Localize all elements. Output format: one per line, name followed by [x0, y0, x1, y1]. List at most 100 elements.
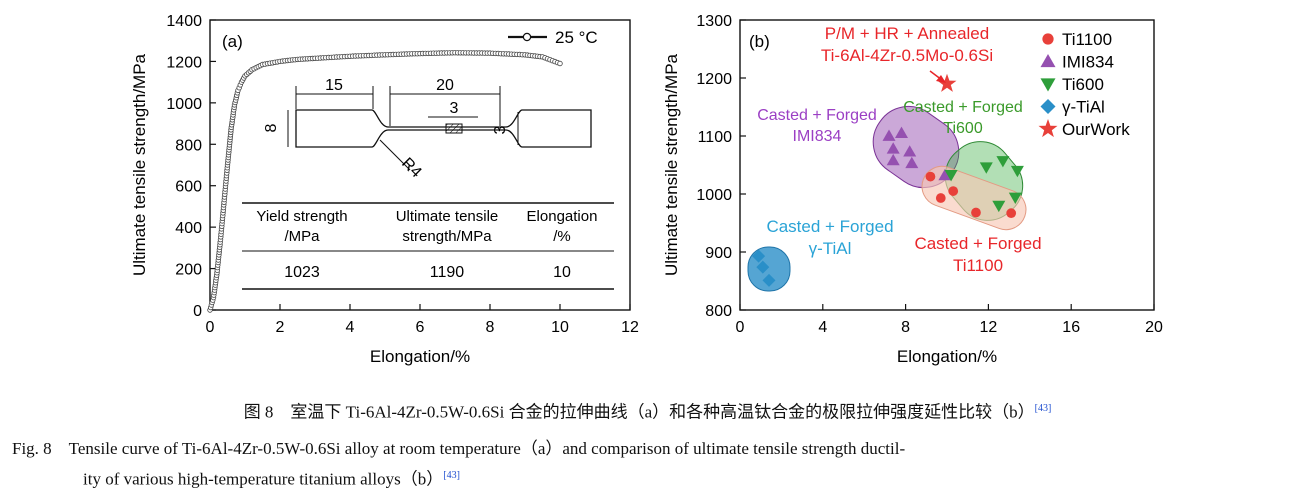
y-tick-label-a: 400 [175, 220, 202, 237]
y-tick-label-b: 1000 [696, 187, 732, 204]
dim-3-thick-label: 3 [492, 125, 509, 134]
x-tick-label-b: 0 [736, 319, 745, 336]
text-line: IMI834 [793, 128, 842, 145]
text-line: Casted + Forged [914, 234, 1041, 253]
point-ti600 [1010, 165, 1024, 178]
point-imi834 [895, 126, 908, 138]
region-ti1100 [921, 165, 1027, 231]
y-tick-label-a: 1200 [166, 54, 202, 71]
table-cell-elongation: 10 [553, 264, 571, 281]
annotation-ourwork-arrowhead [936, 75, 946, 83]
x-tick-label-a: 4 [346, 319, 355, 336]
y-axis-ticks-b: 800 900 1000 1100 1200 1300 [696, 13, 746, 320]
point-ti600 [944, 170, 958, 182]
caption-english-line1-text: Fig. 8 Tensile curve of Ti-6Al-4Zr-0.5W-… [12, 439, 906, 458]
table-cell-yield: 1023 [284, 264, 320, 281]
gauge-hatch [445, 123, 463, 134]
y-tick-label-a: 1400 [166, 13, 202, 30]
y-axis-label-a: Ultimate tensile strength/MPa [130, 53, 149, 276]
legend-label-imi834: IMI834 [1062, 53, 1114, 72]
data-points-b [752, 73, 1024, 287]
legend-label-ti600: Ti600 [1062, 75, 1104, 94]
caption-english-line2: ity of various high-temperature titanium… [83, 465, 460, 491]
y-tick-label-b: 1200 [696, 71, 732, 88]
table-cell-uts: 1190 [430, 264, 465, 281]
x-tick-label-a: 2 [276, 319, 285, 336]
point-imi834 [886, 153, 900, 166]
point-imi834 [903, 145, 917, 157]
text-line: Ti-6Al-4Zr-0.5Mo-0.6Si [821, 46, 993, 65]
table-header-elongation: Elongation/% [527, 208, 598, 245]
point-ti1100 [1006, 208, 1017, 219]
point-imi834 [905, 156, 919, 169]
legend-label-ti1100: Ti1100 [1062, 30, 1112, 49]
point-ti1100 [935, 193, 946, 203]
dim-r4-label: R4 [398, 155, 425, 182]
y-tick-label-a: 0 [193, 303, 202, 320]
plot-area-b [739, 19, 1155, 311]
text-line: Ultimate tensile [396, 208, 499, 225]
caption-chinese-ref: [43] [1034, 403, 1052, 414]
caption-english-line1: Fig. 8 Tensile curve of Ti-6Al-4Zr-0.5W-… [12, 438, 905, 460]
text-line: /% [553, 228, 571, 245]
text-line: Casted + Forged [757, 107, 877, 124]
y-tick-label-b: 900 [705, 245, 732, 262]
point-imi834 [886, 142, 900, 154]
y-tick-label-b: 1300 [696, 13, 732, 30]
point--tial [756, 260, 770, 274]
x-axis-label-a: Elongation/% [370, 347, 470, 366]
x-tick-label-a: 12 [621, 319, 639, 336]
dimension-lines [287, 86, 519, 171]
legend-marker-imi834 [1040, 54, 1056, 68]
specimen-outline [295, 109, 592, 148]
y-tick-label-a: 600 [175, 179, 202, 196]
point-ti600 [1008, 192, 1022, 204]
panel-label-a: (a) [222, 32, 243, 51]
table-header-yield: Yield strength/MPa [256, 208, 347, 245]
curve-line-25c [209, 52, 561, 311]
y-tick-label-a: 200 [175, 262, 202, 279]
legend-label-ourwork: OurWork [1062, 120, 1130, 139]
text-line: Yield strength [256, 208, 347, 225]
legend-marker-ti1100 [1042, 33, 1054, 45]
y-tick-label-b: 1100 [698, 129, 733, 146]
x-tick-label-b: 4 [818, 319, 827, 336]
x-tick-label-b: 16 [1062, 319, 1080, 336]
x-axis-label-b: Elongation/% [897, 347, 997, 366]
table-header-uts: Ultimate tensile strength/MPa [396, 208, 499, 245]
caption-chinese-text: 图 8 室温下 Ti-6Al-4Zr-0.5W-0.6Si 合金的拉伸曲线（a）… [243, 402, 1035, 422]
text-line: Casted + Forged [766, 217, 893, 236]
x-tick-label-a: 10 [551, 319, 569, 336]
point-ti1100 [948, 186, 959, 196]
x-tick-label-b: 20 [1145, 319, 1163, 336]
dim-3-gauge-label: 3 [450, 100, 459, 117]
point-imi834 [882, 129, 896, 141]
point--tial [762, 273, 776, 287]
text-line: Casted + Forged [903, 99, 1023, 116]
legend-label-25c: 25 °C [555, 28, 598, 47]
point-ti1100 [925, 171, 936, 182]
text-line: strength/MPa [402, 228, 492, 245]
dim-20-label: 20 [436, 77, 454, 94]
x-tick-label-b: 12 [980, 319, 998, 336]
legend-marker--tial [1040, 99, 1056, 114]
text-line: /MPa [284, 228, 320, 245]
specimen-diagram [295, 109, 592, 148]
x-tick-label-a: 8 [486, 319, 495, 336]
series-25c [207, 50, 563, 313]
y-tick-label-b: 800 [705, 303, 732, 320]
point-ti600 [992, 200, 1006, 213]
legend-marker-ti600 [1040, 78, 1056, 92]
point-imi834 [938, 168, 952, 181]
legend-marker-25c [522, 32, 532, 42]
legend-marker-ourwork [1038, 119, 1058, 138]
text-line: P/M + HR + Annealed [825, 24, 989, 43]
text-line: Ti1100 [953, 256, 1003, 275]
